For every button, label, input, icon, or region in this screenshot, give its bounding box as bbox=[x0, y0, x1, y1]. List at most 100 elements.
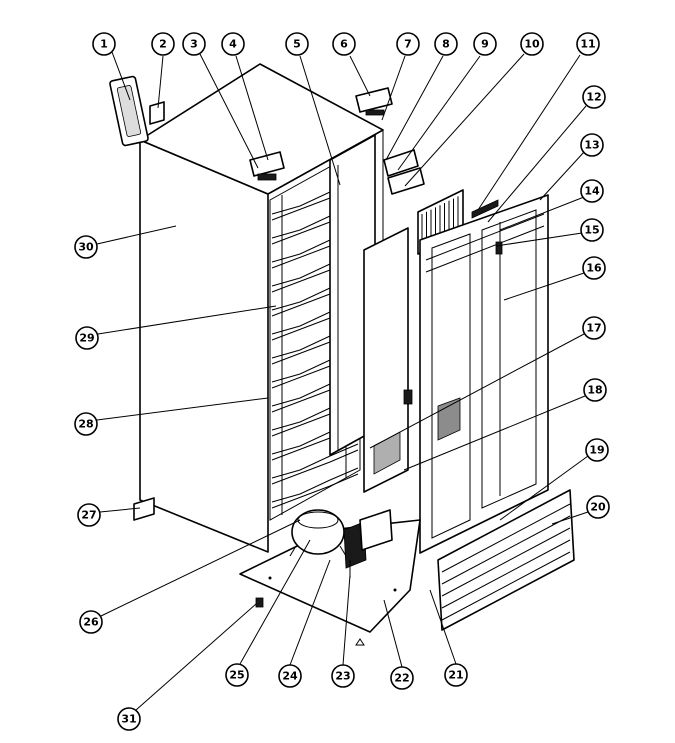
callout-31: 31 bbox=[117, 707, 141, 731]
fan-motor bbox=[343, 509, 393, 578]
callout-number: 27 bbox=[81, 509, 96, 522]
rack-shelf-edge bbox=[271, 473, 359, 509]
callout-10: 10 bbox=[520, 32, 544, 56]
callout-27: 27 bbox=[77, 503, 101, 527]
leveling-leg bbox=[255, 597, 264, 608]
callout-circle bbox=[580, 133, 604, 157]
callout-circle bbox=[580, 179, 604, 203]
callout-number: 28 bbox=[78, 418, 93, 431]
callout-number: 4 bbox=[229, 38, 237, 51]
kick-plate bbox=[437, 489, 575, 631]
callout-9: 9 bbox=[473, 32, 497, 56]
callout-circle bbox=[582, 85, 606, 109]
callout-21: 21 bbox=[444, 663, 468, 687]
callout-5: 5 bbox=[285, 32, 309, 56]
callout-number: 30 bbox=[78, 241, 94, 254]
callout-18: 18 bbox=[583, 378, 607, 402]
callout-number: 7 bbox=[404, 38, 412, 51]
door-assembly bbox=[419, 194, 549, 554]
callout-28: 28 bbox=[74, 412, 98, 436]
callout-number: 17 bbox=[586, 322, 601, 335]
callout-circle bbox=[74, 235, 98, 259]
callout-14: 14 bbox=[580, 179, 604, 203]
callout-number: 5 bbox=[293, 38, 301, 51]
rack-shelf bbox=[271, 443, 359, 479]
callout-number: 12 bbox=[586, 91, 601, 104]
callout-number: 8 bbox=[442, 38, 450, 51]
callout-circle bbox=[576, 32, 600, 56]
callout-number: 29 bbox=[79, 332, 94, 345]
callout-circle bbox=[582, 316, 606, 340]
callout-20: 20 bbox=[586, 495, 610, 519]
kick-plate-louvre bbox=[441, 527, 571, 597]
inner-panel bbox=[363, 227, 413, 493]
callout-24: 24 bbox=[278, 664, 302, 688]
hinge-top-right bbox=[355, 87, 425, 195]
callout-circle bbox=[434, 32, 458, 56]
callout-circle bbox=[582, 256, 606, 280]
callout-circle bbox=[332, 32, 356, 56]
callout-circle bbox=[74, 412, 98, 436]
callout-circle bbox=[331, 664, 355, 688]
callout-13: 13 bbox=[580, 133, 604, 157]
callout-number: 11 bbox=[580, 38, 595, 51]
callout-number: 20 bbox=[590, 501, 606, 514]
callout-circle bbox=[390, 666, 414, 690]
callout-number: 23 bbox=[335, 670, 350, 683]
callout-number: 19 bbox=[589, 444, 604, 457]
callout-circle bbox=[79, 610, 103, 634]
callout-circle bbox=[473, 32, 497, 56]
callout-circle bbox=[77, 503, 101, 527]
hinge-top-left bbox=[249, 151, 285, 181]
callout-circle bbox=[182, 32, 206, 56]
callout-number: 13 bbox=[584, 139, 599, 152]
callout-17: 17 bbox=[582, 316, 606, 340]
callout-22: 22 bbox=[390, 666, 414, 690]
callout-11: 11 bbox=[576, 32, 600, 56]
callout-26: 26 bbox=[79, 610, 103, 634]
callout-circle bbox=[151, 32, 175, 56]
callout-circle bbox=[278, 664, 302, 688]
callout-4: 4 bbox=[221, 32, 245, 56]
callout-1: 1 bbox=[92, 32, 116, 56]
callout-16: 16 bbox=[582, 256, 606, 280]
callout-7: 7 bbox=[396, 32, 420, 56]
callout-number: 16 bbox=[586, 262, 602, 275]
callout-circle bbox=[444, 663, 468, 687]
kick-plate-louvre bbox=[441, 539, 571, 609]
kick-plate-louvre bbox=[441, 503, 571, 573]
callout-circle bbox=[580, 218, 604, 242]
callout-12: 12 bbox=[582, 85, 606, 109]
callout-circle bbox=[221, 32, 245, 56]
rack-shelf-edge bbox=[271, 449, 359, 485]
cabinet-body bbox=[139, 63, 384, 553]
callout-circle bbox=[117, 707, 141, 731]
front-leg bbox=[133, 497, 155, 521]
callout-number: 26 bbox=[83, 616, 99, 629]
callout-number: 10 bbox=[524, 38, 540, 51]
callout-3: 3 bbox=[182, 32, 206, 56]
callout-number: 3 bbox=[190, 38, 198, 51]
callout-number: 22 bbox=[394, 672, 409, 685]
callout-circle bbox=[585, 438, 609, 462]
callout-number: 6 bbox=[340, 38, 348, 51]
callout-29: 29 bbox=[75, 326, 99, 350]
callout-circle bbox=[396, 32, 420, 56]
callout-circle bbox=[586, 495, 610, 519]
callout-number: 21 bbox=[448, 669, 463, 682]
callout-number: 15 bbox=[584, 224, 599, 237]
callout-circle bbox=[92, 32, 116, 56]
callout-number: 1 bbox=[100, 38, 108, 51]
callout-circle bbox=[583, 378, 607, 402]
callout-23: 23 bbox=[331, 664, 355, 688]
callout-number: 31 bbox=[121, 713, 136, 726]
callout-circle bbox=[75, 326, 99, 350]
compressor bbox=[289, 509, 347, 557]
callout-number: 2 bbox=[159, 38, 167, 51]
callout-number: 25 bbox=[229, 669, 244, 682]
callout-19: 19 bbox=[585, 438, 609, 462]
callout-30: 30 bbox=[74, 235, 98, 259]
callout-circle bbox=[225, 663, 249, 687]
